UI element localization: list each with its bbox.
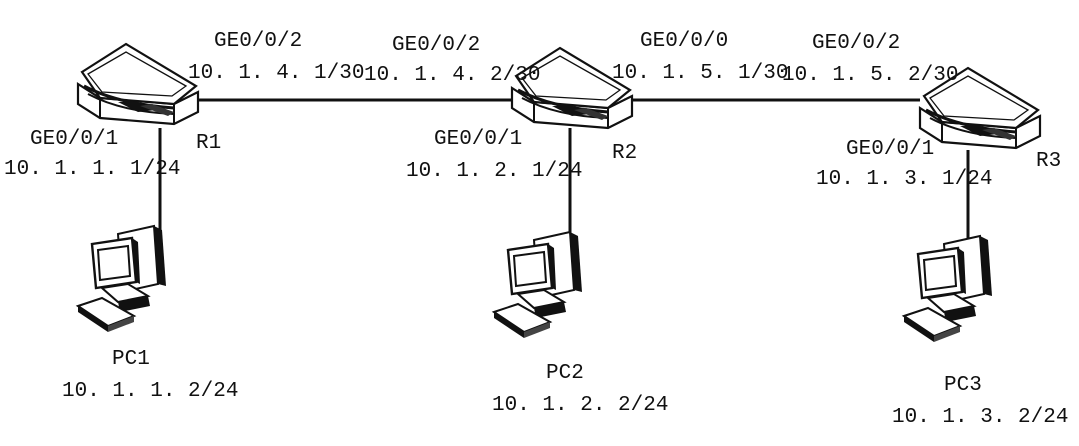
computer-icon [76,224,168,334]
pc3-ip: 10. 1. 3. 2/24 [892,406,1069,429]
router-r2-name: R2 [612,142,638,165]
r2-ge001-port-label: GE0/0/1 [434,128,523,151]
r2-ge002-ip-label: 10. 1. 4. 2/30 [364,64,541,87]
r2-ge000-port-label: GE0/0/0 [640,30,729,53]
pc2-ip: 10. 1. 2. 2/24 [492,394,669,417]
r1-ge001-port-label: GE0/0/1 [30,128,119,151]
router-r1-name: R1 [196,132,222,155]
r3-ge001-ip-label: 10. 1. 3. 1/24 [816,168,993,191]
pc1-ip: 10. 1. 1. 2/24 [62,380,239,403]
router-icon [76,42,200,126]
pc3-name: PC3 [944,374,982,397]
r2-ge002-port-label: GE0/0/2 [392,34,481,57]
router-r3-name: R3 [1036,150,1062,173]
r1-ge002-port-label: GE0/0/2 [214,30,303,53]
computer-icon [902,234,994,344]
pc1-name: PC1 [112,348,150,371]
r2-ge001-ip-label: 10. 1. 2. 1/24 [406,160,583,183]
r1-ge001-ip-label: 10. 1. 1. 1/24 [4,158,181,181]
r3-ge001-port-label: GE0/0/1 [846,138,935,161]
computer-icon [492,230,584,340]
r1-ge002-ip-label: 10. 1. 4. 1/30 [188,62,365,85]
r3-ge002-ip-label: 10. 1. 5. 2/30 [782,64,959,87]
pc2-name: PC2 [546,362,584,385]
r2-ge000-ip-label: 10. 1. 5. 1/30 [612,62,789,85]
router-icon [510,46,634,130]
r3-ge002-port-label: GE0/0/2 [812,32,901,55]
